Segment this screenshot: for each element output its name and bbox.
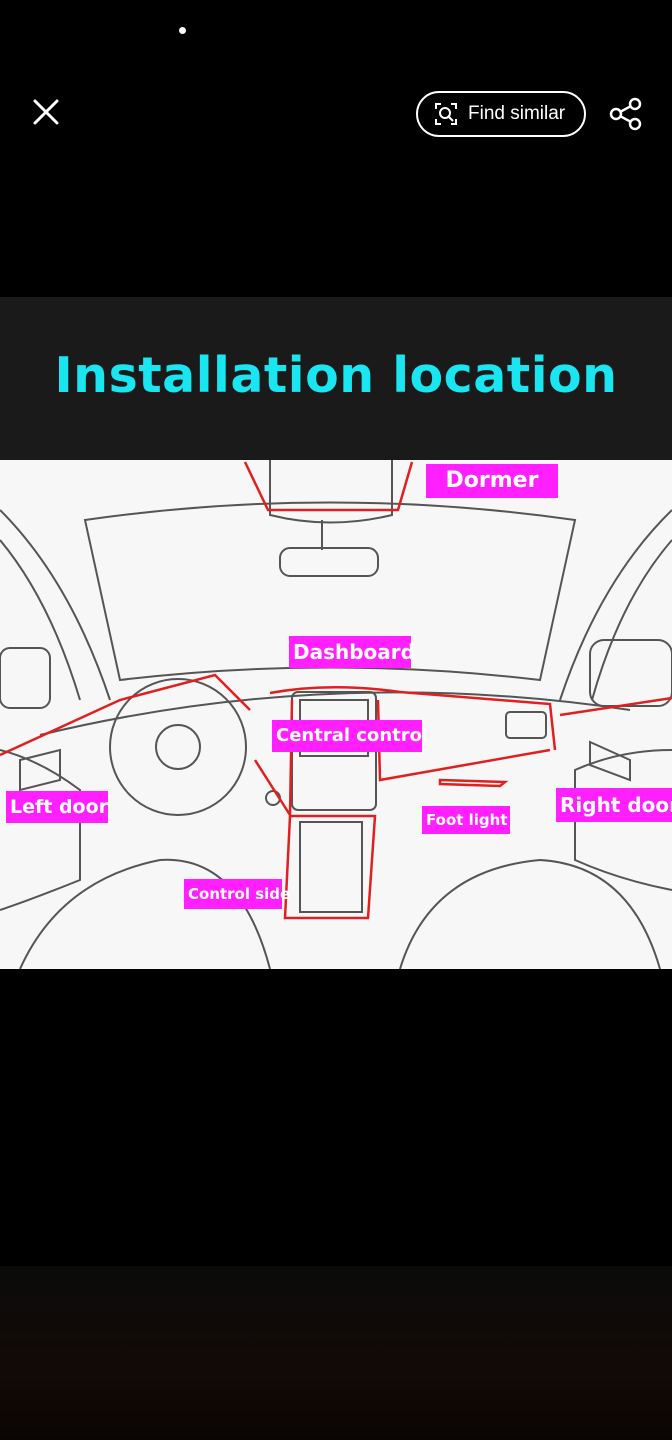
close-icon: [33, 99, 59, 125]
car-interior-sketch: Dormer Dashboard Central control Left do…: [0, 460, 672, 969]
product-image[interactable]: Installation location: [0, 297, 672, 969]
bottom-panel-background: [0, 1266, 672, 1440]
tag-dormer: Dormer: [426, 464, 558, 498]
tag-control-side: Control side: [184, 879, 290, 909]
status-indicator-dot: [179, 27, 186, 34]
image-headline: Installation location: [54, 347, 618, 404]
tag-right-door: Right door: [556, 788, 672, 822]
find-similar-button[interactable]: Find similar: [416, 91, 586, 137]
tag-central-control: Central control: [272, 720, 428, 752]
car-interior-outline: [0, 460, 672, 969]
tag-left-door: Left door: [6, 791, 108, 823]
tag-foot-light: Foot light: [422, 806, 510, 834]
share-icon: [609, 97, 642, 131]
find-similar-label: Find similar: [468, 103, 566, 124]
tag-dashboard: Dashboard: [289, 636, 415, 668]
image-search-icon: [435, 103, 457, 125]
close-button[interactable]: [26, 92, 66, 132]
top-bar: Find similar: [0, 80, 672, 144]
share-button[interactable]: [604, 92, 648, 136]
